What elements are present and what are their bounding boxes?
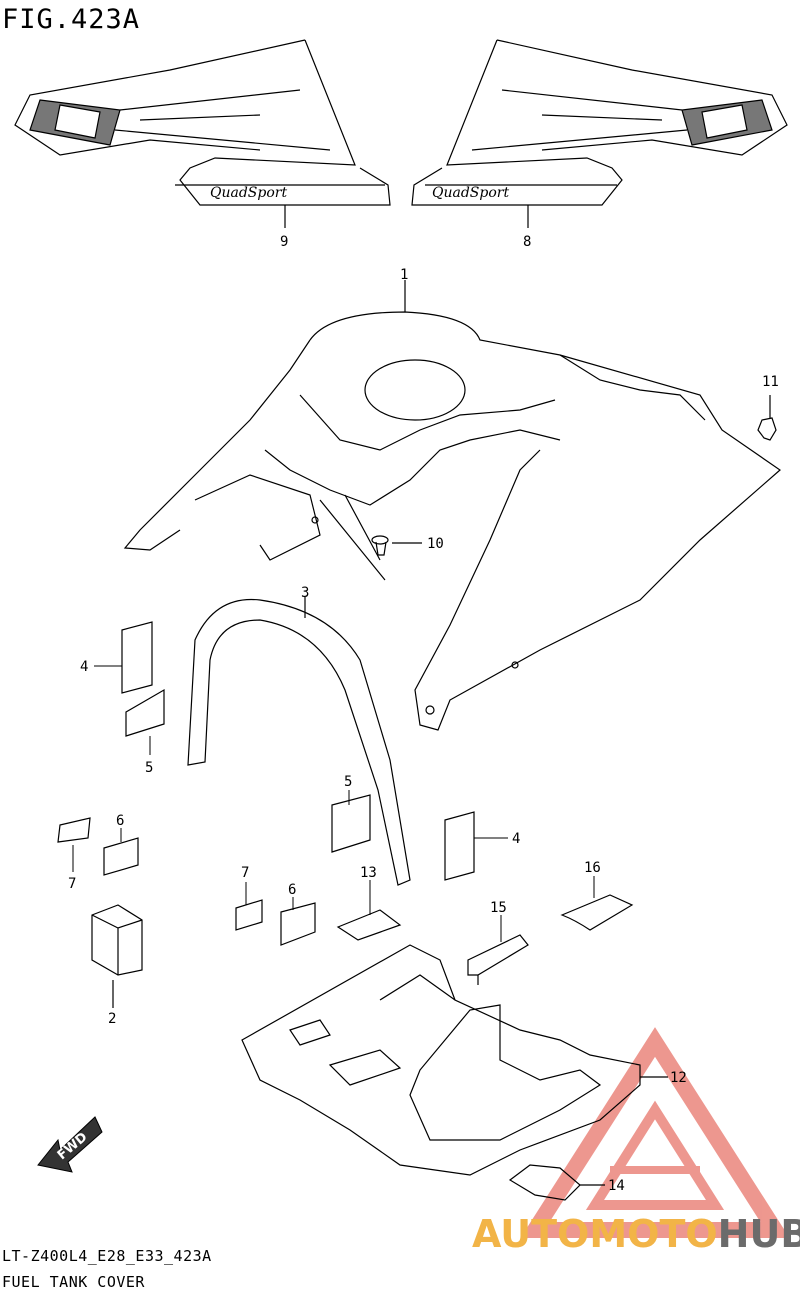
watermark-part-a: AUTOMOTO: [472, 1212, 718, 1256]
callout-2: 2: [108, 1011, 116, 1027]
callout-8: 8: [523, 234, 531, 250]
small-pads: [57, 621, 634, 985]
callout-labels: 1 2 3 4 4 5 5 6 6 7 7 8 9 10 11 12 13 14…: [68, 234, 779, 1194]
callout-7a: 7: [68, 876, 76, 892]
model-code: LT-Z400L4_E28_E33_423A: [2, 1247, 212, 1265]
callout-5a: 5: [145, 760, 153, 776]
callout-9: 9: [280, 234, 288, 250]
part-3-band: [187, 597, 411, 886]
fwd-arrow-icon: FWD: [37, 1116, 103, 1173]
callout-11: 11: [762, 374, 779, 390]
callout-6b: 6: [288, 882, 296, 898]
callout-5b: 5: [344, 774, 352, 790]
part-fuel-tank-cover: [123, 280, 781, 731]
callout-6a: 6: [116, 813, 124, 829]
part-decal-left: QuadSport: [14, 39, 391, 228]
callout-1: 1: [400, 267, 408, 283]
part-decal-right: QuadSport: [411, 39, 788, 228]
part-11-clip: [757, 395, 777, 441]
callout-4b: 4: [512, 831, 520, 847]
figure-title: FIG.423A: [2, 4, 141, 35]
callout-13: 13: [360, 865, 377, 881]
callout-10: 10: [427, 536, 444, 552]
watermark-logo: AUTOMOTOHUB: [472, 1212, 800, 1256]
decal-brand-right: QuadSport: [432, 185, 509, 201]
watermark-part-b: HUB: [717, 1212, 800, 1256]
part-2-block: [91, 904, 143, 1008]
section-name: FUEL TANK COVER: [2, 1273, 145, 1291]
leader-lines: [72, 665, 595, 942]
decal-brand-left: QuadSport: [210, 185, 287, 201]
watermark-triangle-icon: [520, 1027, 790, 1238]
callout-15: 15: [490, 900, 507, 916]
callout-3: 3: [301, 585, 309, 601]
callout-14: 14: [608, 1178, 625, 1194]
callout-7b: 7: [241, 865, 249, 881]
callout-4a: 4: [80, 659, 88, 675]
part-14-clamp: [508, 1164, 605, 1201]
callout-16: 16: [584, 860, 601, 876]
part-10-clip: [371, 535, 422, 556]
part-12-tray: [241, 944, 668, 1176]
callout-12: 12: [670, 1070, 687, 1086]
